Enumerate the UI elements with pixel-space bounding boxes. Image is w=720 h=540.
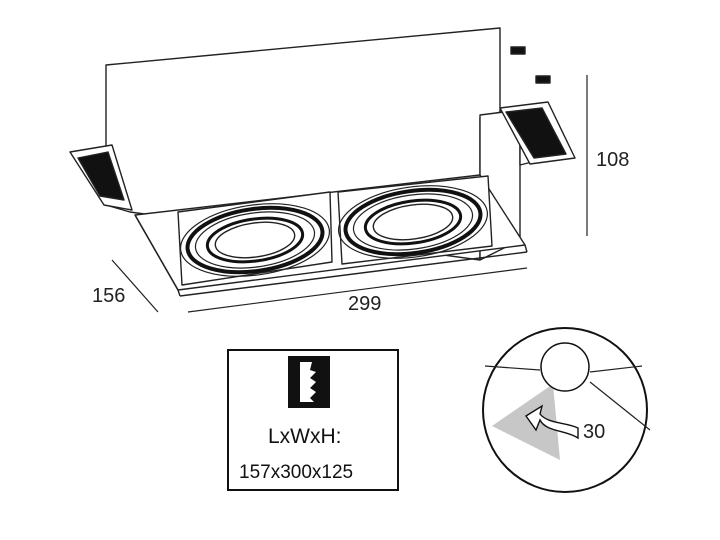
cutout-label: LxWxH: bbox=[268, 425, 342, 448]
dimension-lines bbox=[111, 75, 588, 313]
tilt-angle: 30 bbox=[583, 421, 605, 443]
ceiling-recess-icon bbox=[288, 356, 330, 408]
cutout-dimensions: 157x300x125 bbox=[239, 462, 353, 483]
left-lamp-ring bbox=[179, 203, 331, 277]
lamp-head bbox=[540, 342, 590, 392]
left-mounting-clip bbox=[69, 144, 133, 211]
luminaire-drawing bbox=[69, 27, 576, 297]
cutout-box: LxWxH: 157x300x125 bbox=[227, 349, 399, 491]
height-dimension: 108 bbox=[596, 149, 629, 171]
depth-dimension: 156 bbox=[92, 285, 125, 307]
light-beam bbox=[492, 384, 560, 460]
rotate-arrow-icon bbox=[524, 404, 579, 440]
right-lamp-ring bbox=[337, 185, 489, 259]
width-dimension: 299 bbox=[348, 293, 381, 315]
tilt-inset: 30 bbox=[482, 327, 651, 493]
right-mounting-clip bbox=[499, 101, 576, 165]
